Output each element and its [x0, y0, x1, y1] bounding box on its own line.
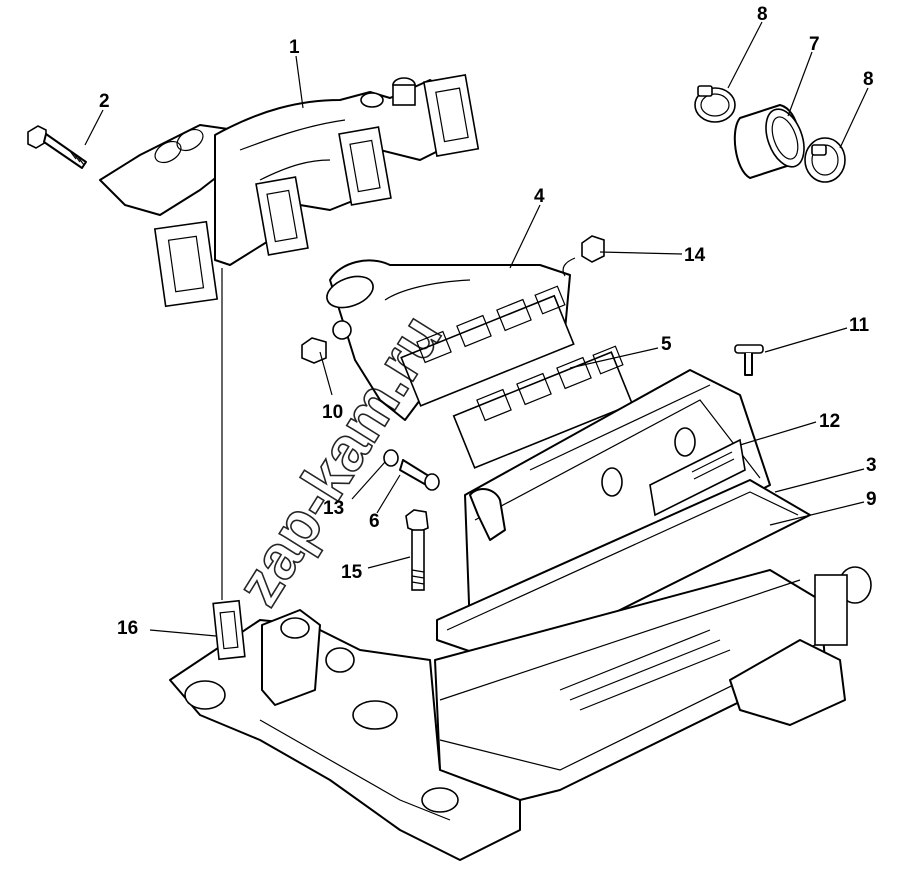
callout-8-right: 8 — [863, 69, 874, 90]
intake-gasket — [452, 345, 634, 469]
callout-10: 10 — [322, 402, 343, 423]
callout-1: 1 — [289, 37, 300, 58]
callout-2: 2 — [99, 91, 110, 112]
exhaust-manifold — [99, 73, 480, 308]
callout-6: 6 — [369, 511, 380, 532]
callout-11: 11 — [849, 315, 870, 336]
callout-14: 14 — [684, 245, 706, 266]
callout-5: 5 — [661, 334, 672, 355]
leader-lines — [84, 21, 869, 637]
callout-13: 13 — [323, 498, 344, 519]
callout-8-left: 8 — [757, 4, 768, 25]
manifold-bolt — [27, 125, 87, 169]
callout-9: 9 — [866, 489, 877, 510]
callout-4: 4 — [534, 186, 545, 207]
intake-manifold — [301, 235, 605, 421]
long-bolt — [405, 509, 429, 591]
callout-15: 15 — [341, 562, 363, 583]
callout-labels: 1 2 3 4 5 6 7 8 8 9 10 11 12 13 14 15 16 — [99, 4, 877, 639]
outlet-gasket — [212, 599, 246, 661]
callout-16: 16 — [117, 618, 138, 639]
callout-7: 7 — [809, 34, 820, 55]
callout-3: 3 — [866, 455, 877, 476]
hose-and-clamps — [694, 85, 846, 183]
stud-and-washer — [383, 449, 440, 491]
callout-12: 12 — [819, 411, 840, 432]
cylinder-head-block — [169, 566, 872, 861]
head-cover — [464, 344, 771, 631]
head-gasket — [436, 479, 811, 666]
